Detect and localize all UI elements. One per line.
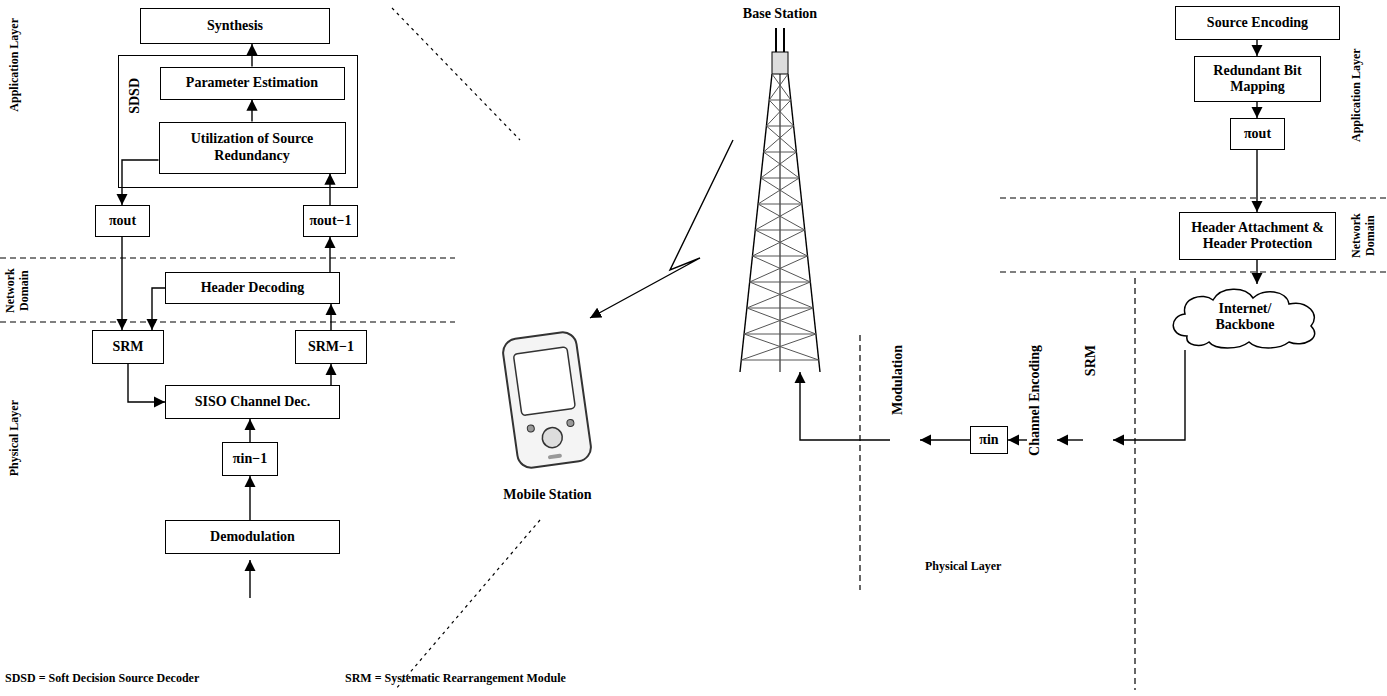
- node-text: Synthesis: [207, 18, 263, 34]
- node-text: Mobile Station: [503, 487, 591, 503]
- connector-arrow: [1057, 439, 1083, 440]
- node-text: Parameter Estimation: [186, 75, 318, 91]
- node-text: πout: [109, 213, 136, 229]
- group-box: SDSD Parameter EstimationUtilization of S…: [118, 55, 358, 188]
- node-text: Base Station: [743, 6, 817, 22]
- abbreviation-note: Physical Layer: [925, 560, 1001, 574]
- connector-arrow: [1256, 150, 1257, 212]
- tower-illustration: [740, 28, 820, 372]
- connector-arrow: [122, 160, 159, 205]
- layer-label: Application Layer: [8, 18, 22, 112]
- process-box: Demodulation: [165, 520, 340, 554]
- connector-arrow: [121, 237, 122, 330]
- connector-arrow: [1256, 260, 1257, 284]
- group-title: SDSD: [127, 78, 143, 114]
- process-box: Parameter Estimation: [160, 67, 345, 100]
- node-text: Modulation: [890, 345, 906, 415]
- layer-label: Network Domain: [4, 262, 32, 320]
- node-text: Internet/ Backbone: [1205, 301, 1285, 333]
- deinterleaver-box: πin−1: [222, 442, 278, 476]
- node-text: πout: [1244, 126, 1271, 142]
- connector-arrow: [249, 419, 250, 442]
- connector-arrow: [152, 288, 165, 330]
- layer-boundaries: [0, 198, 1387, 690]
- layer-label: Application Layer: [1350, 45, 1364, 145]
- deinterleaver-box: πout−1: [303, 205, 358, 237]
- process-box: SRM: [92, 330, 164, 364]
- connector-arrow: [330, 364, 331, 385]
- node-text: Header Attachment & Header Protection: [1184, 220, 1331, 252]
- connector-arrow: [249, 476, 250, 520]
- node-text: SRM: [112, 339, 143, 355]
- node-text: SRM−1: [308, 339, 354, 355]
- node-text: Header Decoding: [201, 280, 305, 296]
- process-box: SRM−1: [295, 330, 367, 364]
- connector-arrow: [329, 174, 330, 206]
- mobile-phone-icon: [501, 330, 592, 469]
- node-text: πin−1: [233, 451, 267, 467]
- node-text: Redundant Bit Mapping: [1199, 63, 1316, 95]
- interleaver-box: πout: [95, 205, 150, 237]
- layer-label: Physical Layer: [8, 400, 22, 476]
- connector-arrow: [1256, 40, 1257, 56]
- node-text: Utilization of Source Redundancy: [164, 131, 341, 163]
- connector-arrow: [800, 372, 890, 440]
- connector-arrow: [920, 439, 970, 440]
- process-box: SISO Channel Dec.: [165, 385, 340, 419]
- interleaver-box: πout: [1230, 118, 1285, 150]
- node-text: Source Encoding: [1207, 15, 1308, 31]
- connector-arrow: [1256, 102, 1257, 118]
- process-box: SRM: [1083, 345, 1113, 535]
- connector-arrow: [329, 237, 330, 272]
- radio-link: [590, 140, 733, 318]
- node-text: Channel Encoding: [1027, 345, 1043, 456]
- base-station: Base Station: [733, 6, 827, 372]
- connector-arrow: [1008, 439, 1027, 440]
- process-box: Source Encoding: [1175, 6, 1340, 40]
- connector-arrow: [330, 304, 331, 330]
- mobile-station: Mobile Station: [490, 318, 605, 503]
- node-text: πout−1: [309, 213, 351, 229]
- input-arrow: [249, 560, 250, 598]
- process-box: Synthesis: [140, 8, 330, 44]
- interleaver-box: πin: [970, 426, 1008, 454]
- process-box: Utilization of Source Redundancy: [159, 122, 346, 174]
- process-box: Header Attachment & Header Protection: [1179, 212, 1336, 260]
- abbreviation-note: SDSD = Soft Decision Source Decoder: [5, 672, 199, 686]
- node-text: Demodulation: [210, 529, 295, 545]
- connector-arrow: [251, 100, 252, 122]
- node-text: πin: [979, 432, 998, 448]
- node-text: SISO Channel Dec.: [195, 394, 311, 410]
- process-box: Channel Encoding: [1027, 345, 1057, 535]
- process-box: Modulation: [890, 345, 920, 535]
- connector-arrow: [1113, 350, 1185, 440]
- process-box: Header Decoding: [165, 272, 340, 304]
- connector-arrow: [128, 364, 165, 402]
- layer-label: Network Domain: [1350, 203, 1378, 269]
- node-text: SRM: [1083, 345, 1099, 376]
- abbreviation-note: SRM = Systematic Rearrangement Module: [345, 672, 566, 686]
- process-box: Redundant Bit Mapping: [1194, 56, 1321, 102]
- network-cloud: Internet/ Backbone: [1165, 284, 1325, 350]
